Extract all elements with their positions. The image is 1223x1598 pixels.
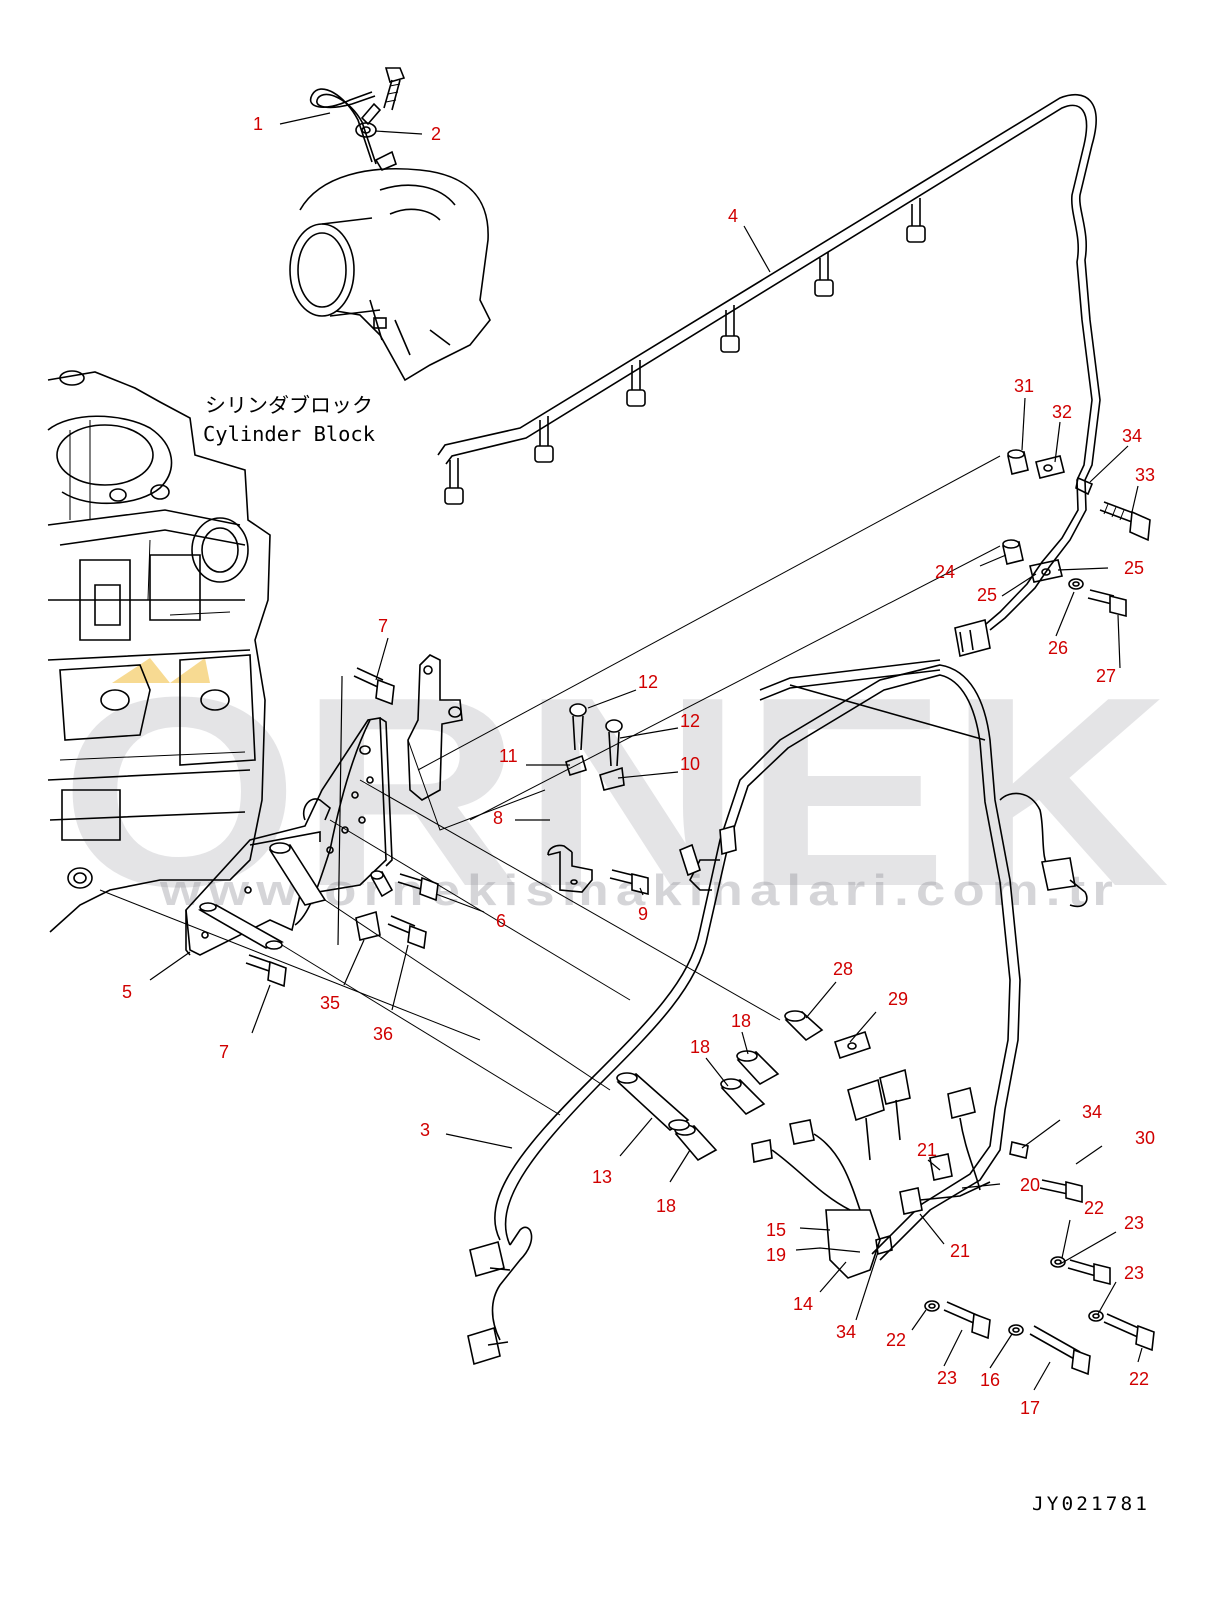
callout-35: 35 xyxy=(320,993,340,1013)
part-18-spacer-b xyxy=(720,1078,766,1116)
callout-3: 3 xyxy=(420,1120,430,1140)
part-10-clamp xyxy=(599,766,625,791)
part-33-bolt xyxy=(1099,501,1151,542)
callout-15: 15 xyxy=(766,1220,786,1240)
part-13-spacer xyxy=(616,1072,690,1131)
part-12-screw-b xyxy=(605,719,623,767)
callout-27: 27 xyxy=(1096,666,1116,686)
callout-13: 13 xyxy=(592,1167,612,1187)
alignment-lines xyxy=(99,455,1001,1116)
callout-18-b: 18 xyxy=(690,1037,710,1057)
callout-14: 14 xyxy=(793,1294,813,1314)
part-34-clip-bottom xyxy=(875,1234,893,1256)
part-23-washer-b xyxy=(1088,1310,1104,1322)
callouts: 1 2 4 31 32 34 33 24 25 25 26 27 7 12 12… xyxy=(122,114,1155,1418)
callout-6: 6 xyxy=(496,911,506,931)
callout-29: 29 xyxy=(888,989,908,1009)
callout-8: 8 xyxy=(493,808,503,828)
cylinder-block-illustration xyxy=(47,370,271,933)
callout-31: 31 xyxy=(1014,376,1034,396)
part-27-bolt xyxy=(1087,589,1127,618)
part-23-bolt-a xyxy=(1067,1259,1111,1286)
part-8-bracket xyxy=(547,844,593,893)
part-36-bolt xyxy=(387,915,427,950)
part-22-washer-c xyxy=(924,1300,940,1312)
callout-19: 19 xyxy=(766,1245,786,1265)
callout-12-top: 12 xyxy=(638,672,658,692)
callout-33: 33 xyxy=(1135,465,1155,485)
part-34-clip-mid xyxy=(1009,1141,1029,1159)
part-26-washer xyxy=(1068,578,1084,590)
callout-18-a: 18 xyxy=(731,1011,751,1031)
watermark-logo-accent xyxy=(112,658,210,683)
part-9-bolt xyxy=(609,869,649,896)
leader-lines xyxy=(149,112,1143,1391)
callout-9: 9 xyxy=(638,904,648,924)
part-30-bolt xyxy=(1039,1179,1083,1204)
callout-1: 1 xyxy=(253,114,263,134)
callout-12-mid: 12 xyxy=(680,711,700,731)
callout-7-bottom: 7 xyxy=(219,1042,229,1062)
callout-2: 2 xyxy=(431,124,441,144)
callout-17: 17 xyxy=(1020,1398,1040,1418)
watermark: ORNEK www.ornekismakinalari.com.tr xyxy=(60,642,1170,943)
part-32-clamp xyxy=(1035,455,1065,479)
part-22-washer-a xyxy=(1050,1256,1066,1268)
callout-25-left: 25 xyxy=(977,585,997,605)
callout-22-bottom: 22 xyxy=(1129,1369,1149,1389)
part-4-injector-harness xyxy=(437,93,1101,657)
part-18-spacer-a xyxy=(736,1050,780,1086)
callout-18-c: 18 xyxy=(656,1196,676,1216)
turbo-housing-illustration xyxy=(289,167,491,382)
callout-30: 30 xyxy=(1135,1128,1155,1148)
part-23-bolt-c xyxy=(943,1301,991,1340)
callout-7-top: 7 xyxy=(378,616,388,636)
callout-34-mid: 34 xyxy=(1082,1102,1102,1122)
callout-36: 36 xyxy=(373,1024,393,1044)
callout-22-top: 22 xyxy=(1084,1198,1104,1218)
callout-4: 4 xyxy=(728,206,738,226)
callout-23-mid: 23 xyxy=(1124,1263,1144,1283)
part-31-spacer xyxy=(1007,449,1029,475)
part-24-spacer xyxy=(1002,539,1024,565)
part-11-clamp xyxy=(565,754,587,777)
callout-23-bottom: 23 xyxy=(937,1368,957,1388)
callout-10: 10 xyxy=(680,754,700,774)
part-1-bolt xyxy=(383,67,406,111)
callout-16: 16 xyxy=(980,1370,1000,1390)
part-17-bolt xyxy=(1029,1325,1091,1376)
cylinder-block-caption-jp: シリンダブロック xyxy=(205,393,373,417)
drawing-code: JY021781 xyxy=(1032,1493,1150,1515)
callout-25-right: 25 xyxy=(1124,558,1144,578)
part-7-bolt-bottom xyxy=(245,954,287,988)
part-12-screw-a xyxy=(569,703,587,751)
callout-20: 20 xyxy=(1020,1175,1040,1195)
callout-34-bottom: 34 xyxy=(836,1322,856,1342)
callout-28: 28 xyxy=(833,959,853,979)
part-3-main-harness xyxy=(467,659,1088,1366)
part-35-clip xyxy=(355,910,381,941)
part-34-clip-top xyxy=(1075,476,1094,496)
cylinder-block-caption-en: Cylinder Block xyxy=(203,422,375,446)
callout-32: 32 xyxy=(1052,402,1072,422)
callout-5: 5 xyxy=(122,982,132,1002)
bracket-assembly xyxy=(185,654,463,956)
part-7-bolt-top xyxy=(353,667,395,706)
part-2-washer xyxy=(355,122,377,138)
callout-11: 11 xyxy=(499,746,518,766)
callout-34-top: 34 xyxy=(1122,426,1142,446)
callout-24: 24 xyxy=(935,562,955,582)
part-1-cable xyxy=(309,88,397,172)
callout-23-top: 23 xyxy=(1124,1213,1144,1233)
callout-22-mid: 22 xyxy=(886,1330,906,1350)
callout-21-bottom: 21 xyxy=(950,1241,970,1261)
part-6-bolt xyxy=(397,873,439,902)
callout-21-top: 21 xyxy=(917,1140,937,1160)
callout-26: 26 xyxy=(1048,638,1068,658)
part-16-washer xyxy=(1008,1324,1024,1336)
part-29-clamp xyxy=(834,1030,871,1060)
part-22-bolt-b xyxy=(1103,1313,1155,1352)
part-28-spacer xyxy=(784,1010,824,1042)
